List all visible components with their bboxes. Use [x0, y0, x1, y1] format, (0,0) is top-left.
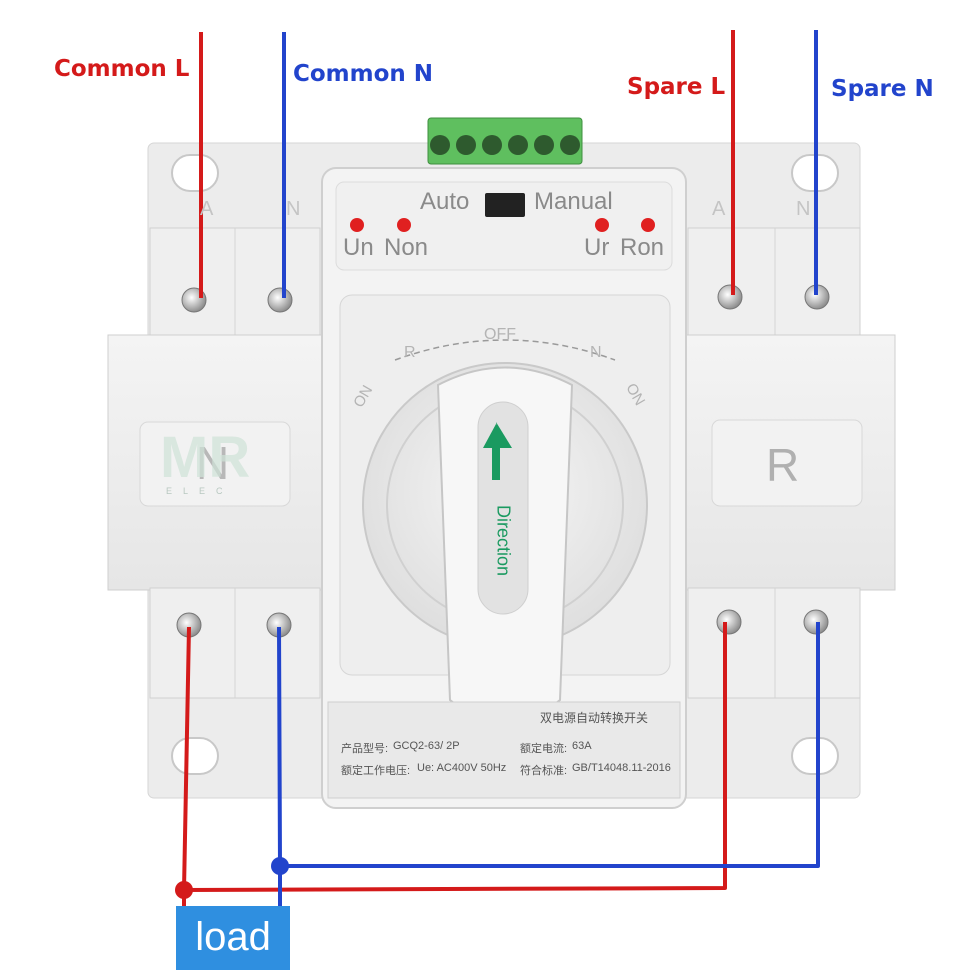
mount-hole-bottom-left [171, 737, 219, 775]
wire-load-l [182, 622, 727, 892]
nameplate-model-value: GCQ2-63/ 2P [393, 740, 460, 752]
mode-switch[interactable] [485, 193, 525, 217]
label-spare-n: Spare N [831, 76, 934, 102]
left-badge-n: N [196, 437, 230, 489]
brand-watermark: MR [160, 425, 251, 490]
nameplate-title: 双电源自动转换开关 [540, 711, 649, 725]
direction-arrow-icon [483, 422, 512, 480]
phase-a-right: A [712, 198, 726, 220]
load-label: load [176, 906, 290, 970]
nameplate-voltage-value: Ue: AC400V 50Hz [417, 762, 507, 774]
phase-n-right: N [796, 198, 811, 220]
terminal-block [427, 117, 583, 165]
indicator-un-label: Un [343, 234, 374, 261]
wire-load-n [277, 622, 820, 868]
nameplate-standard-label: 符合标准: [520, 765, 568, 777]
right-badge-frame [711, 419, 863, 507]
indicator-ron-label: Ron [620, 234, 665, 261]
dial-off: OFF [484, 326, 516, 343]
dial-n: N [590, 344, 602, 361]
label-spare-l: Spare L [627, 74, 726, 100]
junction-n [271, 857, 289, 875]
indicator-non [397, 218, 411, 232]
nameplate-model-label: 产品型号: [341, 743, 389, 755]
handle-direction-label: Direction [493, 504, 514, 577]
junction-l [175, 881, 193, 899]
dial-r: R [404, 344, 416, 361]
nameplate [327, 701, 681, 799]
terminal-screws [430, 135, 580, 155]
indicator-non-label: Non [384, 234, 429, 261]
indicator-ron [641, 218, 655, 232]
mount-hole-top-left [171, 154, 219, 192]
left-badge-frame [139, 421, 291, 507]
controller-top-panel [335, 181, 673, 271]
mode-auto-label: Auto [420, 188, 470, 215]
indicator-ur [595, 218, 609, 232]
wires [182, 30, 820, 910]
label-common-l: Common L [54, 56, 190, 82]
phase-a-left: A [200, 198, 214, 220]
right-breaker-bottom [687, 587, 861, 699]
dial-arrow-arc [394, 339, 616, 361]
right-badge-r: R [766, 439, 800, 491]
nameplate-current-value: 63A [572, 740, 592, 752]
nameplate-standard-value: GB/T14048.11-2016 [572, 762, 671, 774]
phase-n-left: N [286, 198, 301, 220]
handle-groove [477, 401, 529, 615]
brand-watermark-sub: ELEC [166, 486, 234, 496]
nameplate-voltage-label: 额定工作电压: [341, 765, 411, 777]
indicator-ur-label: Ur [584, 234, 610, 261]
mode-manual-label: Manual [534, 188, 613, 215]
nameplate-current-label: 额定电流: [520, 743, 568, 755]
indicator-un [350, 218, 364, 232]
right-breaker-top [687, 227, 861, 339]
label-common-n: Common N [293, 61, 434, 87]
mount-hole-bottom-right [791, 737, 839, 775]
screws-bottom [176, 609, 829, 638]
